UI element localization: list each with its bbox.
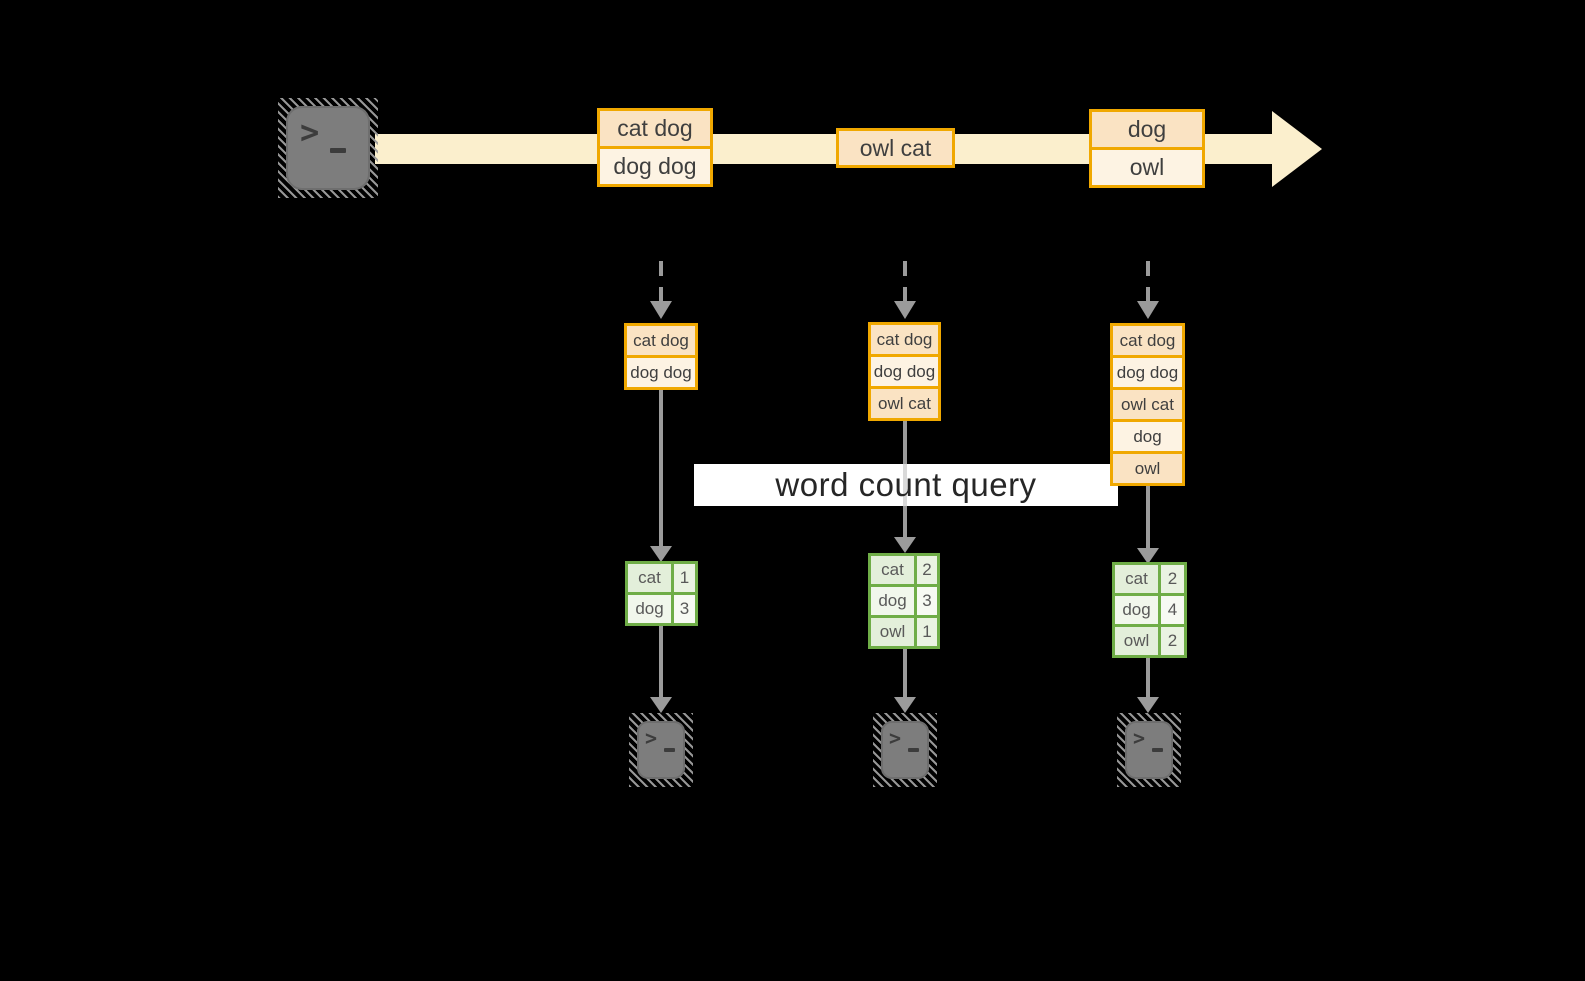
count-word-cell: dog: [871, 587, 917, 615]
buffer-row: owl: [1113, 451, 1182, 483]
sink-arrowhead-col3: [1137, 697, 1159, 713]
stream-record: dog dog: [600, 146, 710, 184]
input-buffer-col2: cat dog dog dog owl cat: [868, 322, 941, 421]
count-word-cell: cat: [871, 556, 917, 584]
buffer-row: cat dog: [1113, 326, 1182, 355]
buffer-row: cat dog: [627, 326, 695, 355]
count-value-cell: 1: [674, 564, 695, 592]
count-value-cell: 1: [917, 618, 937, 646]
prompt-underscore-icon: [330, 148, 346, 153]
stream-record-batch1: cat dog dog dog: [597, 108, 713, 187]
prompt-underscore-icon: [908, 748, 919, 752]
dashed-arrowhead-col2: [894, 301, 916, 319]
terminal-screen: >: [881, 721, 929, 779]
query-arrowhead-col1: [650, 546, 672, 562]
buffer-row: dog dog: [627, 355, 695, 387]
terminal-sink-icon-col3: >: [1117, 713, 1181, 787]
stream-record-batch3: dog owl: [1089, 109, 1205, 188]
terminal-sink-icon-col1: >: [629, 713, 693, 787]
count-row: dog 3: [628, 592, 695, 623]
count-value-cell: 2: [917, 556, 937, 584]
stream-record: owl: [1092, 147, 1202, 185]
stream-record: dog: [1092, 112, 1202, 147]
prompt-chevron-icon: >: [889, 726, 902, 750]
sink-arrowhead-col2: [894, 697, 916, 713]
count-row: cat 1: [628, 564, 695, 592]
count-word-cell: dog: [628, 595, 674, 623]
buffer-row: owl cat: [1113, 387, 1182, 419]
count-word-cell: cat: [1115, 565, 1161, 593]
query-label-band: word count query: [694, 464, 1118, 506]
arrow-through-label: [903, 464, 907, 506]
stream-record: owl cat: [839, 131, 952, 165]
count-table-col1: cat 1 dog 3: [625, 561, 698, 626]
input-buffer-col1: cat dog dog dog: [624, 323, 698, 390]
count-value-cell: 3: [674, 595, 695, 623]
count-row: owl 2: [1115, 624, 1184, 655]
count-row: cat 2: [871, 556, 937, 584]
query-arrowhead-col3: [1137, 548, 1159, 564]
buffer-row: dog: [1113, 419, 1182, 451]
stream-arrowhead: [1272, 111, 1322, 187]
prompt-chevron-icon: >: [300, 113, 320, 151]
buffer-row: cat dog: [871, 325, 938, 354]
count-word-cell: owl: [1115, 627, 1161, 655]
count-value-cell: 2: [1161, 565, 1184, 593]
buffer-row: dog dog: [1113, 355, 1182, 387]
terminal-screen: >: [286, 106, 370, 190]
count-row: dog 3: [871, 584, 937, 615]
count-row: owl 1: [871, 615, 937, 646]
dashed-arrowhead-col3: [1137, 301, 1159, 319]
query-label: word count query: [775, 466, 1037, 503]
count-table-col2: cat 2 dog 3 owl 1: [868, 553, 940, 649]
count-word-cell: cat: [628, 564, 674, 592]
terminal-sink-icon-col2: >: [873, 713, 937, 787]
count-row: dog 4: [1115, 593, 1184, 624]
terminal-screen: >: [1125, 721, 1173, 779]
count-word-cell: dog: [1115, 596, 1161, 624]
input-buffer-col3: cat dog dog dog owl cat dog owl: [1110, 323, 1185, 486]
buffer-row: dog dog: [871, 354, 938, 386]
sink-arrowhead-col1: [650, 697, 672, 713]
terminal-source-icon: >: [278, 98, 378, 198]
prompt-underscore-icon: [664, 748, 675, 752]
count-table-col3: cat 2 dog 4 owl 2: [1112, 562, 1187, 658]
prompt-chevron-icon: >: [645, 726, 658, 750]
prompt-chevron-icon: >: [1133, 726, 1146, 750]
count-value-cell: 4: [1161, 596, 1184, 624]
query-arrowhead-col2: [894, 537, 916, 553]
prompt-underscore-icon: [1152, 748, 1163, 752]
terminal-screen: >: [637, 721, 685, 779]
count-row: cat 2: [1115, 565, 1184, 593]
dashed-arrowhead-col1: [650, 301, 672, 319]
count-value-cell: 3: [917, 587, 937, 615]
count-value-cell: 2: [1161, 627, 1184, 655]
buffer-row: owl cat: [871, 386, 938, 418]
stream-record-batch2: owl cat: [836, 128, 955, 168]
stream-record: cat dog: [600, 111, 710, 146]
count-word-cell: owl: [871, 618, 917, 646]
